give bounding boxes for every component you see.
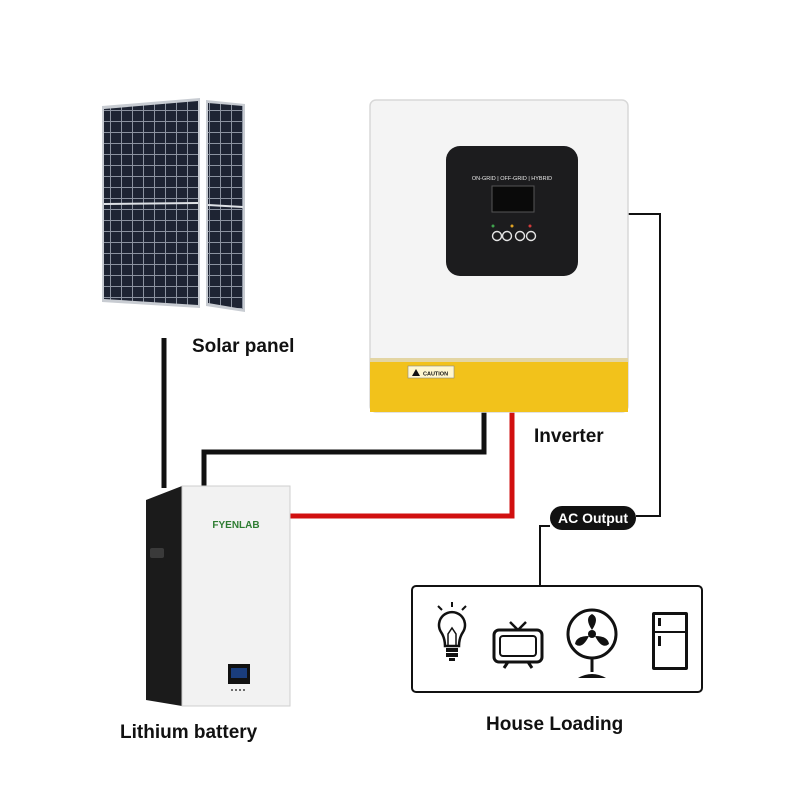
lithium-battery: FYENLAB bbox=[146, 485, 291, 707]
ac-to-house-wire bbox=[539, 525, 550, 586]
ac-output-badge: AC Output bbox=[550, 506, 636, 530]
solar-panel-back bbox=[206, 100, 245, 312]
caution-sticker bbox=[407, 365, 455, 379]
negative-dc-wire bbox=[201, 412, 487, 492]
solar-panel bbox=[102, 98, 245, 312]
inverter-button[interactable] bbox=[491, 230, 503, 242]
wiring bbox=[161, 213, 661, 586]
fridge-icon bbox=[652, 612, 688, 670]
positive-dc-wire bbox=[290, 412, 515, 519]
battery-side bbox=[146, 486, 182, 706]
battery-leds bbox=[231, 689, 245, 691]
inverter-label: Inverter bbox=[534, 426, 604, 447]
lithium-battery-label: Lithium battery bbox=[120, 722, 258, 743]
inverter-button[interactable] bbox=[514, 230, 526, 242]
inverter: CAUTION ON-GRID | OFF-GRID | HYBRID bbox=[369, 99, 629, 413]
inverter-button[interactable] bbox=[525, 230, 537, 242]
fan-icon bbox=[566, 608, 618, 678]
solar-panel-front bbox=[102, 98, 200, 308]
house-loading bbox=[411, 585, 703, 693]
inverter-lcd-screen bbox=[491, 185, 535, 213]
inverter-mode-text: ON-GRID | OFF-GRID | HYBRID bbox=[472, 176, 552, 182]
tv-icon bbox=[492, 621, 544, 669]
inverter-buttons bbox=[491, 224, 537, 242]
battery-front bbox=[181, 485, 291, 707]
house-loading-label: House Loading bbox=[486, 714, 624, 735]
battery-brand: FYENLAB bbox=[212, 520, 259, 531]
ac-output-wire bbox=[626, 213, 661, 517]
light-bulb-icon bbox=[437, 602, 467, 661]
solar-panel-label: Solar panel bbox=[192, 336, 295, 357]
battery-handle bbox=[150, 548, 164, 558]
caution-text: CAUTION bbox=[423, 372, 448, 378]
inverter-led bbox=[510, 224, 514, 228]
inverter-button[interactable] bbox=[501, 230, 513, 242]
inverter-led bbox=[491, 224, 495, 228]
house-loading-box bbox=[411, 585, 703, 693]
inverter-led bbox=[528, 224, 532, 228]
